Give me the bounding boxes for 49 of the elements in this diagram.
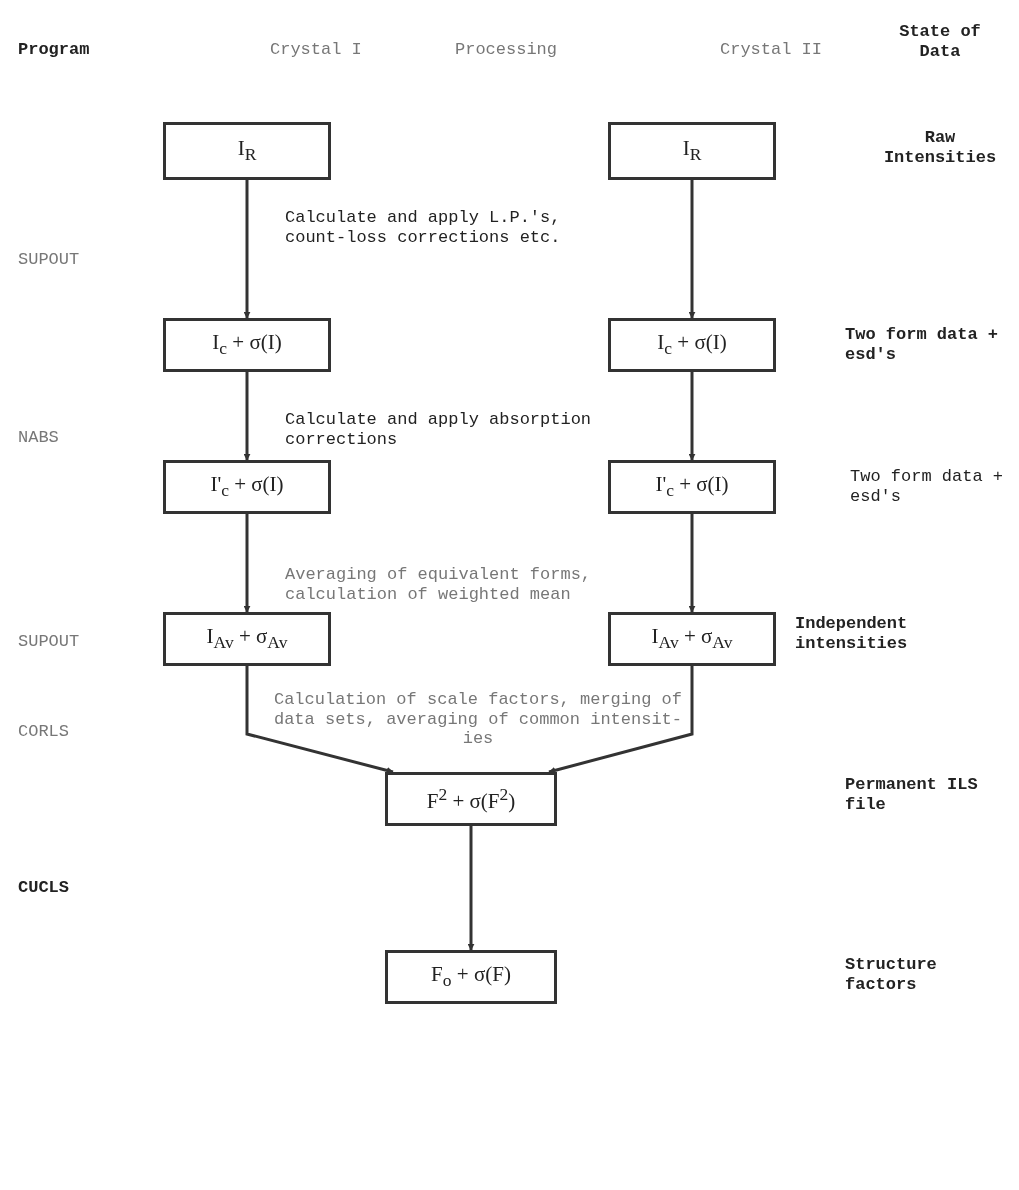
- column-header: State of Data: [898, 22, 982, 62]
- formula-text: I$_{Av}$ + σ$_{Av}$: [206, 624, 288, 654]
- processing-note: Calculate and apply L.P.'s, count-loss corrections etc.: [285, 208, 562, 248]
- data-box: [163, 122, 331, 180]
- data-box: [385, 772, 557, 826]
- data-box: [163, 612, 331, 666]
- data-box: [608, 612, 776, 666]
- formula-text: I$_{c}$ + σ(I): [212, 330, 282, 360]
- arrow: [243, 372, 251, 461]
- program-name: CUCLS: [18, 878, 70, 898]
- data-box: [608, 318, 776, 372]
- formula-text: I$_{Av}$ + σ$_{Av}$: [651, 624, 733, 654]
- formula-text: I'$_{c}$ + σ(I): [655, 472, 729, 502]
- formula-text: I$_{c}$ + σ(I): [657, 330, 727, 360]
- arrow: [467, 826, 475, 951]
- program-name: SUPOUT: [18, 632, 81, 652]
- arrow: [688, 372, 696, 461]
- data-state-label: Permanent ILS file: [845, 775, 979, 815]
- data-box: [163, 318, 331, 372]
- program-name: SUPOUT: [18, 250, 81, 270]
- arrow: [243, 514, 251, 613]
- arrow: [548, 666, 694, 774]
- formula-text: F$_{o}$ + σ(F): [431, 962, 511, 992]
- column-header: Crystal II: [720, 40, 824, 60]
- program-name: NABS: [18, 428, 60, 448]
- data-state-label: Two form data + esd's: [845, 325, 1000, 365]
- formula-text: I$_{R}$: [682, 136, 702, 166]
- data-box: [163, 460, 331, 514]
- data-box: [608, 460, 776, 514]
- program-name: CORLS: [18, 722, 70, 742]
- processing-note: Calculate and apply absorption corrections: [285, 410, 593, 450]
- data-state-label: Independent intensities: [795, 614, 909, 654]
- formula-text: I$_{R}$: [237, 136, 257, 166]
- processing-note: Calculation of scale factors, merging of data sets, averaging of common intensit- ies: [272, 690, 684, 749]
- formula-text: F$^{2}$ + σ(F$^{2}$): [426, 784, 516, 814]
- data-state-label: Structure factors: [845, 955, 938, 995]
- processing-note: Averaging of equivalent forms, calculation of weighted mean: [285, 565, 593, 605]
- data-state-label: Raw Intensities: [882, 128, 998, 168]
- column-header: Processing: [455, 40, 559, 60]
- column-header: Crystal I: [270, 40, 363, 60]
- data-box: [385, 950, 557, 1004]
- column-header: Program: [18, 40, 91, 60]
- data-box: [608, 122, 776, 180]
- arrow: [688, 514, 696, 613]
- data-state-label: Two form data + esd's: [850, 467, 1005, 507]
- formula-text: I'$_{c}$ + σ(I): [210, 472, 284, 502]
- arrow: [245, 666, 394, 774]
- arrow: [243, 180, 251, 319]
- arrow: [688, 180, 696, 319]
